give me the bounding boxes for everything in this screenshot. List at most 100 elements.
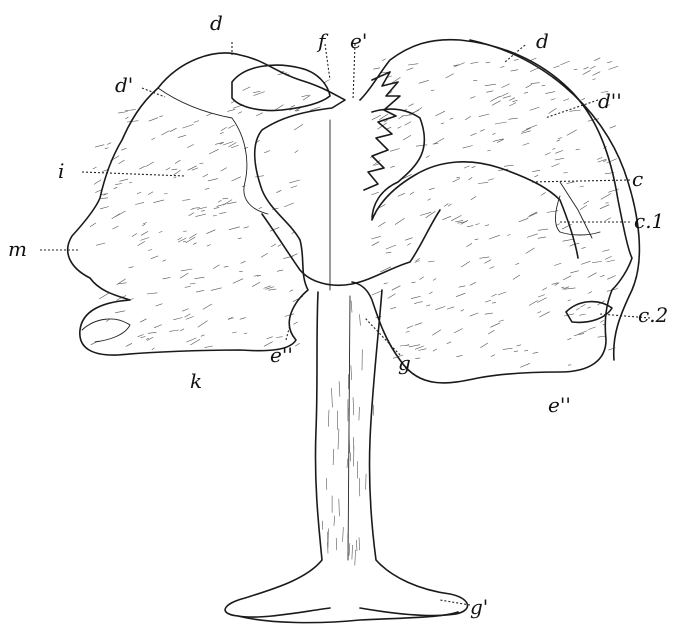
hatch-stroke	[553, 148, 556, 149]
hatch-stroke	[386, 245, 396, 249]
hatch-stroke	[563, 173, 567, 174]
hatch-stroke	[391, 166, 395, 167]
hatch-stroke	[602, 250, 609, 252]
hatch-stroke	[146, 338, 149, 339]
hatch-stroke	[378, 222, 385, 227]
hatch-stroke	[521, 131, 531, 134]
hatch-stroke	[192, 168, 198, 170]
hatch-stroke	[186, 338, 196, 342]
stem-striation	[351, 301, 352, 313]
hatch-stroke	[170, 128, 177, 132]
hatch-stroke	[169, 330, 179, 331]
hatch-stroke	[456, 293, 466, 297]
hatch-stroke	[542, 288, 547, 291]
hatch-stroke	[444, 204, 448, 207]
hatch-stroke	[407, 326, 413, 329]
hatch-stroke	[125, 110, 136, 111]
hatch-stroke	[119, 179, 128, 181]
hatch-stroke	[580, 205, 587, 209]
hatch-stroke	[215, 142, 224, 144]
hatch-stroke	[227, 110, 230, 112]
hatch-stroke	[256, 113, 263, 116]
hatch-stroke	[295, 343, 300, 346]
hatch-stroke	[492, 294, 497, 296]
right-inner-membrane	[555, 182, 600, 238]
hatch-stroke	[609, 66, 619, 69]
hatch-stroke	[294, 124, 303, 130]
hatch-stroke	[415, 323, 422, 326]
hatch-stroke	[112, 214, 120, 219]
hatch-stroke	[480, 343, 488, 348]
stem-striation	[328, 410, 329, 427]
hatch-stroke	[491, 355, 495, 357]
hatch-stroke	[555, 150, 563, 153]
hatch-stroke	[509, 103, 516, 106]
hatch-stroke	[386, 252, 392, 253]
hatch-stroke	[178, 237, 183, 240]
hatch-stroke	[193, 243, 197, 245]
hatch-stroke	[214, 207, 219, 208]
hatch-stroke	[428, 261, 434, 262]
hatch-stroke	[520, 363, 530, 367]
hatch-stroke	[433, 349, 437, 351]
hatch-stroke	[205, 188, 209, 189]
hatch-stroke	[196, 290, 204, 292]
hatch-stroke	[409, 345, 420, 347]
hatch-stroke	[172, 169, 178, 170]
hatch-stroke	[466, 243, 472, 247]
stem-base	[238, 612, 458, 623]
stem-center-line	[330, 120, 350, 560]
stem-striation	[347, 458, 348, 468]
label-d-left: d	[210, 11, 223, 35]
hatch-stroke	[416, 145, 427, 146]
hatch-stroke	[156, 304, 163, 306]
hatch-stroke	[224, 266, 229, 267]
hatch-stroke	[570, 271, 578, 273]
hatch-stroke	[502, 84, 510, 88]
hatch-stroke	[229, 227, 240, 230]
hatch-stroke	[514, 351, 518, 352]
hatch-stroke	[138, 334, 144, 336]
hatch-stroke	[517, 345, 521, 346]
hatch-stroke	[371, 236, 381, 239]
hatch-stroke	[472, 166, 476, 168]
hatch-stroke	[182, 199, 190, 200]
hatch-stroke	[579, 314, 585, 315]
hatch-stroke	[461, 261, 470, 267]
hatch-stroke	[549, 108, 557, 113]
hatch-stroke	[471, 133, 477, 136]
stem-striation	[351, 365, 352, 380]
hatch-stroke	[512, 100, 517, 102]
hatch-stroke	[161, 131, 169, 136]
hatch-stroke	[372, 242, 379, 246]
hatch-stroke	[554, 263, 561, 266]
hatch-stroke	[465, 116, 471, 120]
label-c: c	[632, 167, 643, 191]
hatch-stroke	[375, 164, 379, 165]
hatch-stroke	[373, 68, 380, 69]
hatch-stroke	[563, 239, 573, 241]
stem-striation	[352, 545, 353, 559]
hatch-stroke	[243, 87, 251, 91]
hatch-stroke	[244, 148, 248, 149]
hatch-stroke	[239, 271, 243, 272]
hatch-stroke	[527, 234, 538, 238]
hatch-stroke	[507, 234, 510, 235]
hatch-stroke	[500, 66, 504, 67]
hatch-stroke	[530, 68, 539, 72]
stem-striation	[339, 381, 340, 396]
label-g: g	[398, 351, 411, 375]
hatch-stroke	[563, 99, 569, 101]
hatch-stroke	[435, 111, 445, 116]
hatch-stroke	[100, 207, 109, 209]
hatch-stroke	[541, 192, 546, 195]
hatch-stroke	[186, 316, 194, 319]
hatch-stroke	[545, 153, 551, 156]
hatch-stroke	[143, 223, 147, 224]
hatch-stroke	[581, 261, 591, 264]
stem-striation	[359, 407, 360, 420]
hatch-stroke	[107, 143, 111, 145]
hatch-stroke	[261, 253, 268, 257]
hatch-stroke	[113, 226, 119, 229]
label-g-prime: g'	[470, 595, 488, 619]
